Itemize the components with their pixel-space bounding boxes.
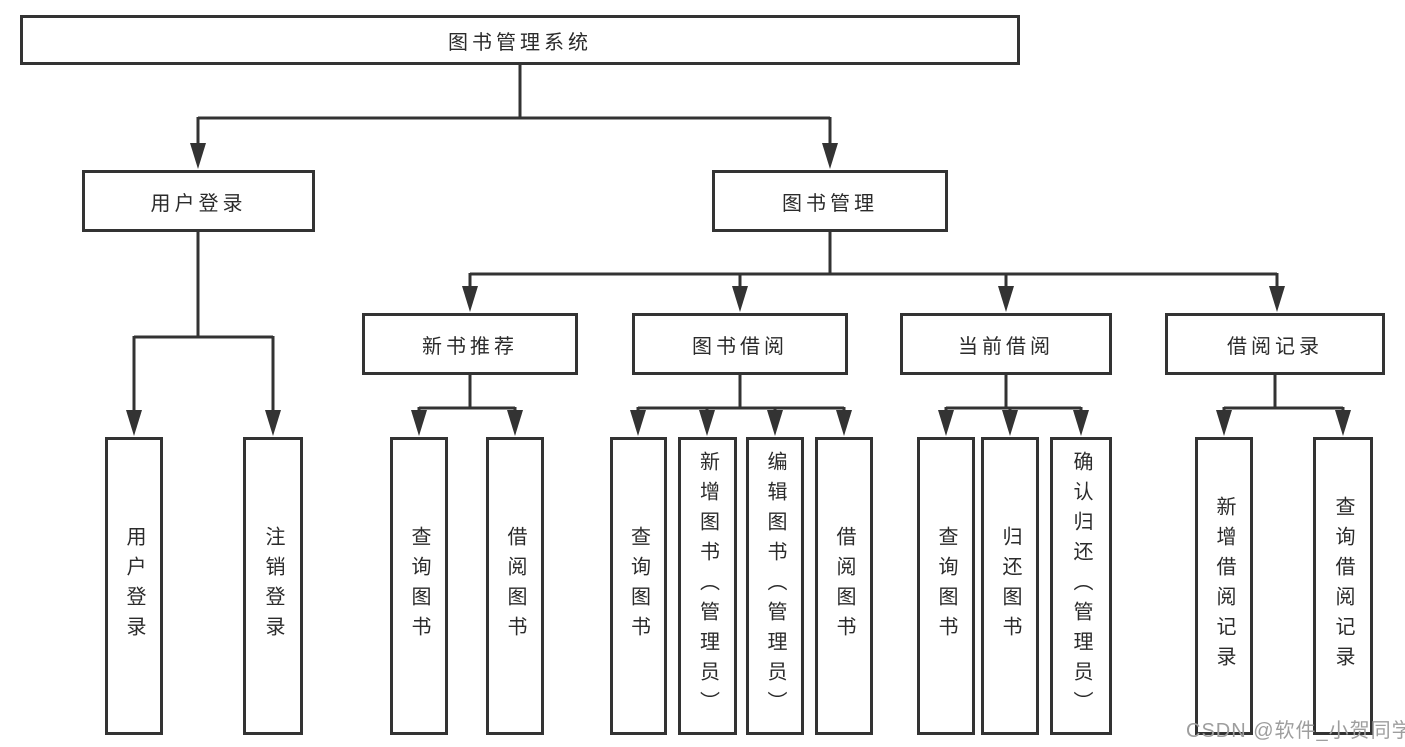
arrowhead-icon bbox=[822, 143, 838, 169]
arrowhead-icon bbox=[630, 410, 646, 436]
leaf-user-login: 用户登录 bbox=[105, 437, 163, 735]
leaf-return-books: 归还图书 bbox=[981, 437, 1039, 735]
leaf-add-books-admin: 新增图书（管理员） bbox=[678, 437, 737, 735]
node-root-system: 图书管理系统 bbox=[20, 15, 1020, 65]
leaf-borrow-books-recommend: 借阅图书 bbox=[486, 437, 544, 735]
arrowhead-icon bbox=[1002, 410, 1018, 436]
connector-book-mgmt-to-level3 bbox=[468, 231, 1279, 292]
node-current-borrow: 当前借阅 bbox=[900, 313, 1112, 375]
leaf-add-borrow-record: 新增借阅记录 bbox=[1195, 437, 1253, 735]
arrowhead-icon bbox=[732, 286, 748, 312]
arrowhead-icon bbox=[265, 410, 281, 436]
node-book-borrow: 图书借阅 bbox=[632, 313, 848, 375]
arrowhead-icon bbox=[507, 410, 523, 436]
arrowhead-icon bbox=[411, 410, 427, 436]
arrowhead-icon bbox=[1073, 410, 1089, 436]
leaf-confirm-return-admin: 确认归还（管理员） bbox=[1050, 437, 1112, 735]
leaf-logout: 注销登录 bbox=[243, 437, 303, 735]
arrowhead-icon bbox=[190, 143, 206, 169]
leaf-edit-books-admin: 编辑图书（管理员） bbox=[746, 437, 804, 735]
node-user-login: 用户登录 bbox=[82, 170, 315, 232]
connector-book-borrow-children bbox=[636, 374, 846, 414]
arrowhead-icon bbox=[1269, 286, 1285, 312]
node-new-book-recommend: 新书推荐 bbox=[362, 313, 578, 375]
arrowhead-icon bbox=[126, 410, 142, 436]
node-borrow-records: 借阅记录 bbox=[1165, 313, 1385, 375]
connector-lines bbox=[132, 63, 1345, 414]
arrowhead-icon bbox=[836, 410, 852, 436]
arrowhead-icon bbox=[938, 410, 954, 436]
arrowhead-icon bbox=[462, 286, 478, 312]
connector-current-borrow-children bbox=[944, 374, 1083, 414]
leaf-borrow-books: 借阅图书 bbox=[815, 437, 873, 735]
connector-new-books-children bbox=[417, 374, 517, 414]
leaf-query-books-borrow: 查询图书 bbox=[610, 437, 667, 735]
arrowhead-icons bbox=[126, 143, 1351, 436]
leaf-query-books-current: 查询图书 bbox=[917, 437, 975, 735]
leaf-query-borrow-record: 查询借阅记录 bbox=[1313, 437, 1373, 735]
csdn-watermark: CSDN @软件_小贺同学 bbox=[1186, 720, 1405, 742]
connector-user-login-children bbox=[132, 231, 275, 414]
arrowhead-icon bbox=[998, 286, 1014, 312]
arrowhead-icon bbox=[1335, 410, 1351, 436]
connector-root-to-level2 bbox=[196, 63, 832, 147]
arrowhead-icon bbox=[699, 410, 715, 436]
connector-borrow-records-children bbox=[1222, 374, 1345, 414]
node-book-management: 图书管理 bbox=[712, 170, 948, 232]
arrowhead-icon bbox=[1216, 410, 1232, 436]
leaf-query-books-recommend: 查询图书 bbox=[390, 437, 448, 735]
arrowhead-icon bbox=[767, 410, 783, 436]
